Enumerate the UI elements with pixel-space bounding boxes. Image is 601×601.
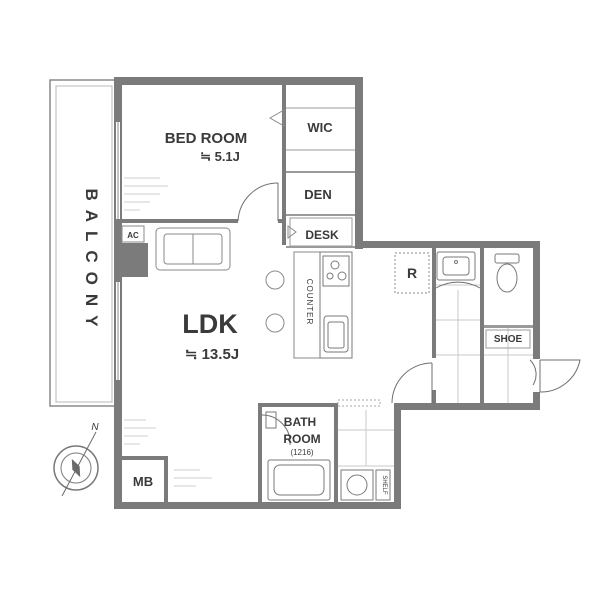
doors xyxy=(237,182,581,446)
bedroom-name: BED ROOM xyxy=(165,130,248,147)
shoe-label: SHOE xyxy=(494,334,523,345)
kitchen xyxy=(319,251,353,359)
floor-hatching xyxy=(124,177,212,487)
balcony-label: BALCONY xyxy=(82,188,101,335)
toilet xyxy=(494,253,520,293)
bath-name-line1: BATH xyxy=(284,415,316,429)
counter: COUNTER xyxy=(293,251,321,359)
den-label: DEN xyxy=(304,187,331,202)
ac-label: AC xyxy=(127,231,139,240)
mb-label: MB xyxy=(133,474,153,489)
shelf-label: SHELF xyxy=(381,475,387,495)
exterior-walls xyxy=(114,77,540,509)
tile-floors xyxy=(337,284,533,467)
stools xyxy=(265,270,285,333)
fridge-label: R xyxy=(407,265,417,281)
washer-space xyxy=(340,469,391,501)
compass-icon: N xyxy=(53,422,99,497)
den-desk: DEN DESK xyxy=(287,187,353,247)
north-label: N xyxy=(91,422,99,433)
wic-label: WIC xyxy=(307,120,333,135)
desk-label: DESK xyxy=(305,228,339,242)
ldk-area: ≒ 13.5J xyxy=(185,346,239,363)
balcony: BALCONY xyxy=(49,79,117,407)
counter-label: COUNTER xyxy=(305,279,314,326)
interior-walls xyxy=(114,85,533,506)
ldk-name: LDK xyxy=(182,309,238,339)
wic: WIC xyxy=(268,107,355,151)
wash-basin xyxy=(436,251,476,281)
bath-size: (1216) xyxy=(290,448,313,457)
sofa xyxy=(155,227,231,271)
fridge-space: R xyxy=(394,252,430,294)
bath-name-line2: ROOM xyxy=(283,432,320,446)
bathroom: BATH ROOM (1216) xyxy=(265,411,331,501)
bedroom-area: ≒ 5.1J xyxy=(200,149,240,164)
